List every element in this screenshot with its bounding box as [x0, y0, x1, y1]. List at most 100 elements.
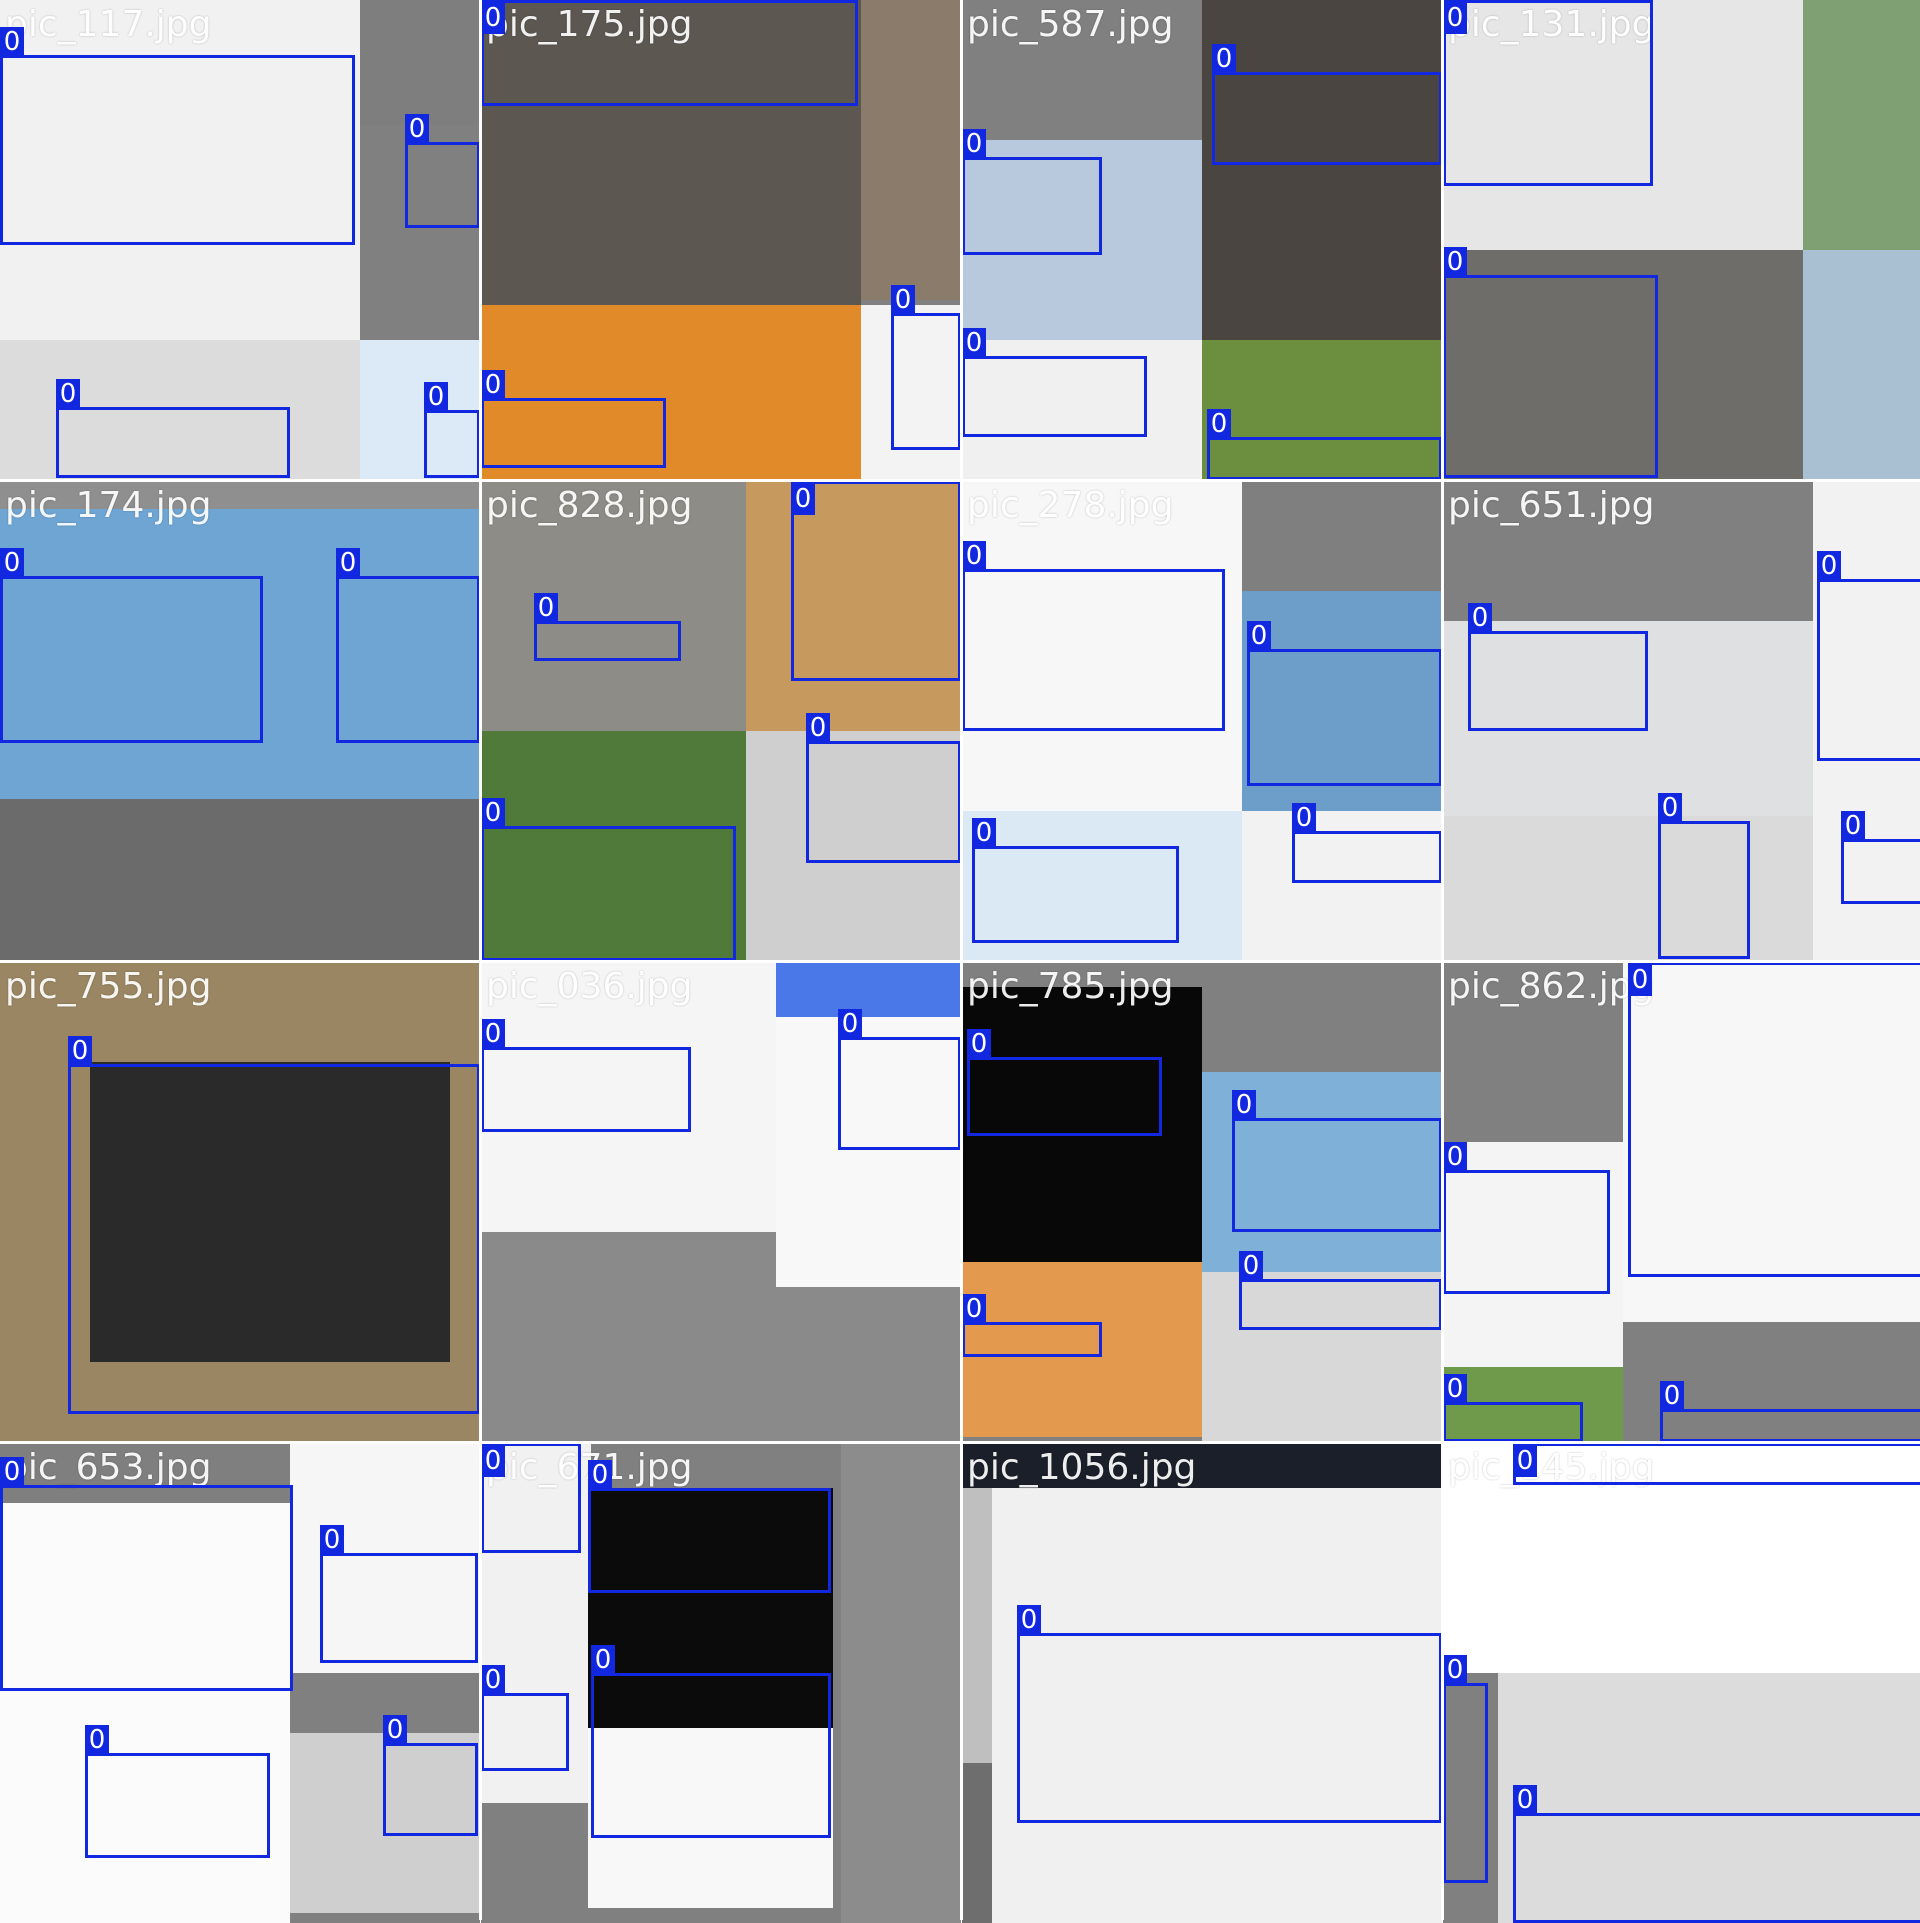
class-label: 0 [336, 548, 360, 579]
detection-box: 0 [972, 818, 1179, 943]
class-label: 0 [405, 114, 429, 145]
class-label: 0 [481, 370, 505, 401]
image-region [962, 0, 1202, 140]
class-label: 0 [591, 1645, 615, 1676]
detection-box: 0 [481, 798, 736, 961]
class-label: 0 [1212, 44, 1236, 75]
class-label: 0 [838, 1009, 862, 1040]
detection-box: 0 [806, 713, 961, 863]
detection-box: 0 [481, 1443, 581, 1553]
image-filename: pic_651.jpg [1448, 485, 1655, 526]
image-region [1803, 0, 1920, 250]
image-region [1202, 340, 1442, 480]
detection-box: 0 [0, 27, 355, 245]
image-region [776, 962, 961, 1017]
detection-box: 0 [56, 379, 290, 478]
detection-box: 0 [838, 1009, 961, 1150]
detection-box: 0 [85, 1725, 270, 1858]
image-filename: pic_862.jpg [1448, 966, 1655, 1007]
image-region [481, 731, 746, 961]
class-label: 0 [1658, 793, 1682, 824]
class-label: 0 [0, 1457, 24, 1488]
detection-box: 0 [962, 328, 1147, 437]
detection-box: 0 [588, 1460, 831, 1593]
image-filename: pic_117.jpg [5, 4, 212, 45]
class-label: 0 [972, 818, 996, 849]
image-filename: pic_828.jpg [486, 485, 693, 526]
image-region [1242, 591, 1442, 811]
detection-box: 0 [481, 1019, 691, 1132]
image-region [1202, 1272, 1442, 1442]
detection-box: 0 [1841, 811, 1920, 904]
image-region [0, 340, 360, 480]
image-region [962, 340, 1202, 480]
detection-box: 0 [1232, 1090, 1442, 1232]
class-label: 0 [588, 1460, 612, 1491]
detection-box: 0 [481, 0, 858, 106]
class-label: 0 [1443, 1142, 1467, 1173]
detection-box: 0 [68, 1036, 480, 1414]
detection-box: 0 [967, 1029, 1162, 1136]
image-region [962, 1443, 1442, 1488]
image-region [962, 1763, 992, 1923]
detection-box: 0 [534, 593, 681, 661]
detection-box: 0 [1443, 1655, 1488, 1883]
image-region [1443, 250, 1803, 480]
class-label: 0 [1513, 1785, 1537, 1816]
image-filename: pic_755.jpg [5, 966, 212, 1007]
class-label: 0 [1292, 803, 1316, 834]
class-label: 0 [0, 27, 24, 58]
image-filename: pic_278.jpg [967, 485, 1174, 526]
image-region [481, 962, 781, 1232]
image-filename: pic_653.jpg [5, 1447, 212, 1488]
class-label: 0 [320, 1525, 344, 1556]
class-label: 0 [424, 382, 448, 413]
mosaic-tile: pic_587.jpg 0 0 0 0 [962, 0, 1442, 480]
detection-box: 0 [336, 548, 480, 743]
detection-box: 0 [383, 1715, 478, 1836]
class-label: 0 [1468, 603, 1492, 634]
detection-box: 0 [962, 541, 1225, 731]
image-filename: pic_785.jpg [967, 966, 1174, 1007]
image-filename: pic_131.jpg [1448, 4, 1655, 45]
image-region [588, 1488, 833, 1728]
image-region [360, 0, 480, 125]
class-label: 0 [1239, 1251, 1263, 1282]
image-filename: pic_145.jpg [1448, 1447, 1655, 1488]
image-region [0, 1503, 290, 1923]
detection-box: 0 [591, 1645, 831, 1838]
image-filename: pic_587.jpg [967, 4, 1174, 45]
class-label: 0 [1207, 409, 1231, 440]
class-label: 0 [85, 1725, 109, 1756]
image-region [776, 1017, 961, 1287]
mosaic-tile: pic_651.jpg 0 0 0 0 [1443, 481, 1920, 961]
image-region [1623, 962, 1920, 1322]
detection-box: 0 [424, 382, 480, 478]
class-label: 0 [481, 1446, 505, 1477]
mosaic-tile: pic_755.jpg 0 [0, 962, 480, 1442]
class-label: 0 [383, 1715, 407, 1746]
class-label: 0 [891, 285, 915, 316]
detection-box: 0 [1239, 1251, 1442, 1330]
detection-box: 0 [1212, 44, 1442, 165]
class-label: 0 [791, 484, 815, 515]
detection-box: 0 [1207, 409, 1442, 480]
detection-box: 0 [1817, 551, 1920, 761]
image-region [746, 481, 961, 731]
image-region [1803, 250, 1920, 480]
class-label: 0 [0, 548, 24, 579]
class-label: 0 [1513, 1446, 1537, 1477]
detection-box: 0 [1443, 247, 1658, 478]
image-region [861, 0, 961, 300]
image-region [1498, 1673, 1920, 1923]
detection-box: 0 [962, 129, 1102, 255]
detection-box: 0 [1443, 1142, 1610, 1294]
image-region [1443, 816, 1813, 961]
image-region [861, 305, 961, 480]
image-region [841, 1443, 961, 1923]
